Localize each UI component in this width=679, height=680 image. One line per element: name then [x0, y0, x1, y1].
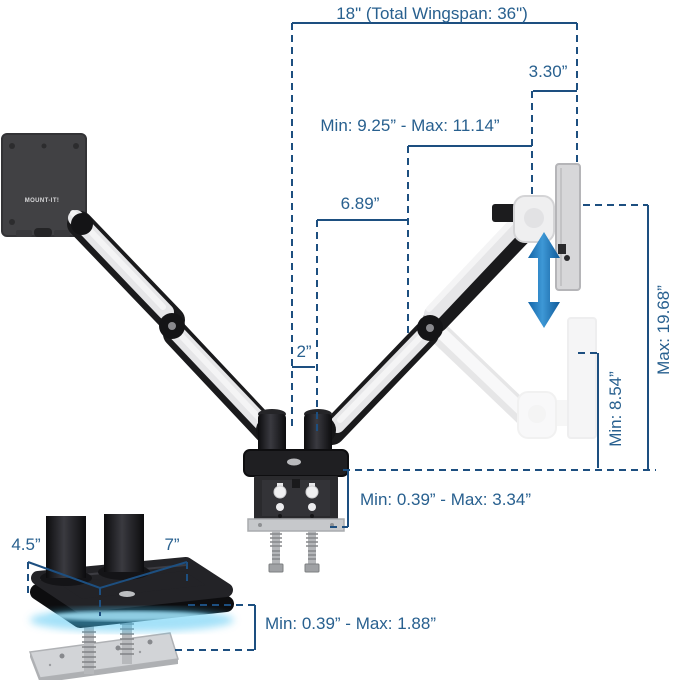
dim-base-depth-label: 4.5” — [11, 535, 41, 554]
dim-forearm-length-label: 6.89” — [340, 194, 380, 213]
dimension-lines — [27, 22, 656, 651]
pole-clamp-assembly — [243, 409, 349, 573]
ghost-arm-lowered — [425, 317, 597, 439]
dim-desk-thickness-label: Min: 0.39” - Max: 1.88” — [265, 614, 437, 633]
dim-clamp-range-label: Min: 0.39” - Max: 3.34” — [360, 490, 532, 509]
monitor-plate-right — [492, 163, 581, 291]
dim-total-wingspan-label: 18" (Total Wingspan: 36") — [336, 4, 528, 23]
dim-base-width-label: 7” — [164, 535, 180, 554]
mount-it-logo: MOUNT-IT! — [24, 198, 60, 204]
right-arm — [319, 214, 537, 445]
dim-max-height-label: Max: 19.68” — [654, 285, 673, 375]
dim-upper-arm-range-label: Min: 9.25” - Max: 11.14” — [320, 116, 500, 135]
dim-head-width-label: 3.30” — [528, 62, 568, 81]
height-adjust-arrow-icon — [528, 232, 560, 328]
dim-pole-offset-label: 2” — [296, 342, 312, 361]
desk-clamp-inset — [28, 514, 234, 680]
left-arm — [67, 210, 281, 445]
dim-min-height-label: Min: 8.54” — [606, 371, 625, 447]
